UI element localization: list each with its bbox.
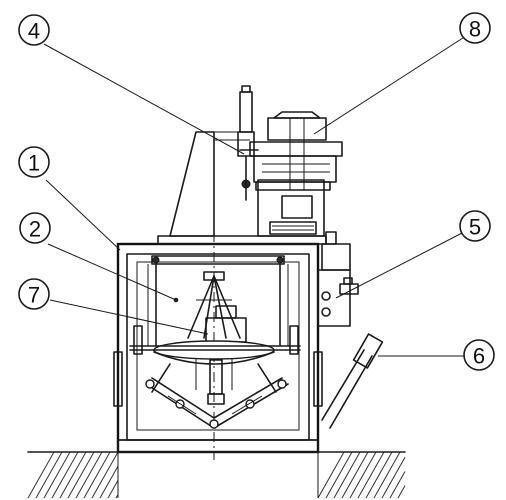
callout-6-label: 6: [473, 344, 485, 369]
lower-arms: [145, 363, 289, 429]
callout-2-label: 2: [29, 217, 41, 242]
callout-2: 2: [19, 212, 51, 244]
callout-4: 4: [18, 14, 50, 46]
ground-hatching: [27, 451, 406, 499]
callout-6: 6: [463, 339, 495, 371]
lever-handle: [321, 333, 384, 429]
callout-1-label: 1: [28, 151, 40, 176]
callout-7: 7: [18, 278, 50, 310]
side-plates: [113, 351, 323, 407]
callout-8: 8: [459, 12, 491, 44]
leader-lines: [43, 35, 467, 357]
control-block: [317, 231, 359, 327]
callout-8-label: 8: [469, 17, 481, 42]
callout-5: 5: [459, 210, 491, 242]
adjustment-rod: [237, 85, 259, 201]
inner-mechanism: [129, 255, 301, 405]
callout-4-label: 4: [28, 19, 40, 44]
callout-5-label: 5: [469, 215, 481, 240]
motor-unit: [249, 111, 343, 191]
callout-1: 1: [18, 146, 50, 178]
callout-7-label: 7: [28, 283, 40, 308]
